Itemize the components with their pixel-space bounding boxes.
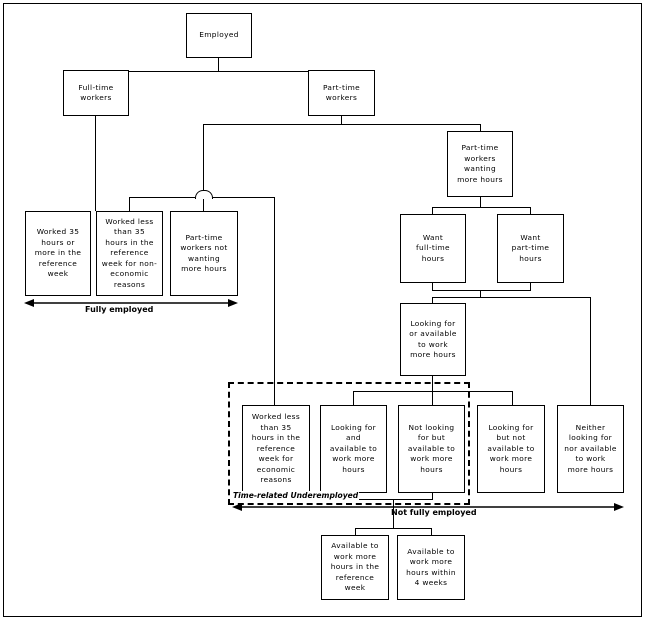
caption-time-related-underemployed: Time-related Underemployed (232, 491, 360, 500)
connector-to-available-reference (355, 528, 356, 535)
connector-to-want-parttime (530, 207, 531, 214)
line-hop-arc (195, 190, 213, 199)
connector-lookavail-down (432, 375, 433, 392)
connector-to-looking-not-available (512, 391, 513, 405)
connector-employed-bus (95, 71, 342, 72)
diagram-border (3, 3, 642, 617)
node-employed-label: Employed (199, 30, 239, 40)
connector-to-not-looking-available (432, 391, 433, 405)
connector-availability-bus (432, 297, 590, 298)
connector-bottom-merge-down (393, 499, 394, 529)
connector-to-looking-available (432, 297, 433, 303)
connector-parttime-bus (203, 124, 480, 125)
connector-ptwanting-bus (432, 207, 530, 208)
connector-to-looking-and-available (353, 391, 354, 405)
connector-pt-left-down-lower (203, 192, 204, 211)
connector-notlooking-avail-down (432, 492, 433, 500)
connector-wantpt-down (530, 282, 531, 291)
connector-to-worked-less-noneco (129, 197, 130, 211)
connector-to-pt-wanting (480, 124, 481, 132)
not-fully-employed-arrow (232, 503, 624, 511)
connector-want-merge-bus (432, 290, 531, 291)
connector-to-want-fulltime (432, 207, 433, 214)
connector-bottom-split-bus (355, 528, 432, 529)
connector-parttime-down (341, 115, 342, 125)
caption-fully-employed: Fully employed (85, 305, 154, 314)
connector-to-available-4weeks (431, 528, 432, 535)
connector-employed-down (218, 57, 219, 72)
connector-want-merge-down (480, 290, 481, 298)
node-employed[interactable]: Employed (186, 13, 252, 58)
connector-pt-left-down-upper (203, 124, 204, 192)
connector-to-neither-looking (590, 297, 591, 405)
connector-wantft-down (432, 282, 433, 291)
caption-not-fully-employed: Not fully employed (391, 508, 477, 517)
fully-employed-arrow (24, 299, 238, 307)
connector-fulltime-down (95, 115, 96, 211)
connector-ptwanting-down (480, 196, 481, 208)
connector-right-down-to-economic (274, 197, 275, 405)
connector-bus-right-run (203, 197, 274, 198)
